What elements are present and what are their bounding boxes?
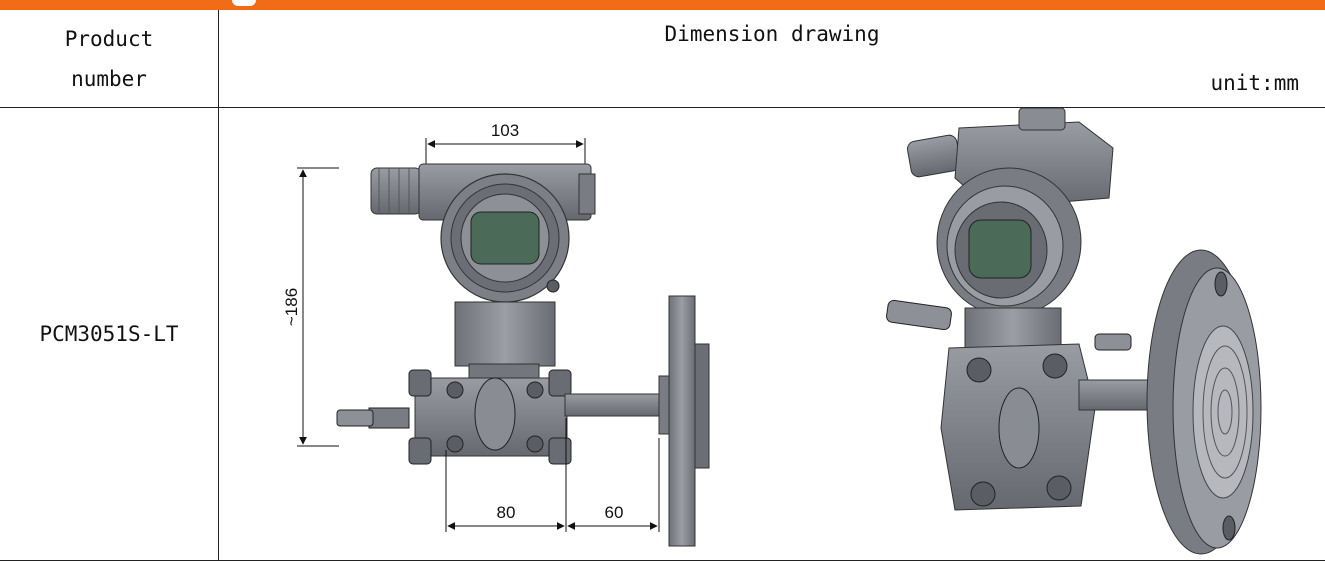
front-view-drawing: 103 ~186 — [282, 121, 709, 546]
section-header-bar — [0, 0, 1325, 10]
dim-bottom-left: 80 — [497, 503, 516, 522]
header-bar-mark — [232, 0, 256, 6]
header-product-line2: number — [0, 59, 218, 99]
table-row: PCM3051S-LT — [0, 108, 1325, 561]
header-product-number: Product number — [0, 10, 219, 108]
header-product-line1: Product — [0, 19, 218, 59]
dim-width-top: 103 — [491, 121, 519, 140]
table-header-row: Product number Dimension drawing unit:mm — [0, 10, 1325, 108]
dimension-table: Product number Dimension drawing unit:mm… — [0, 10, 1325, 561]
dimension-drawing: 103 ~186 — [219, 108, 1325, 560]
dim-height-left: ~186 — [282, 288, 301, 326]
unit-label: unit:mm — [1210, 71, 1299, 95]
product-number: PCM3051S-LT — [39, 322, 178, 346]
isometric-view-drawing — [886, 108, 1261, 554]
dimension-drawing-title: Dimension drawing — [219, 22, 1325, 46]
drawing-cell: 103 ~186 — [219, 108, 1325, 561]
dim-bottom-right: 60 — [605, 503, 624, 522]
header-dimension-drawing: Dimension drawing unit:mm — [219, 10, 1325, 108]
product-cell: PCM3051S-LT — [0, 108, 219, 561]
